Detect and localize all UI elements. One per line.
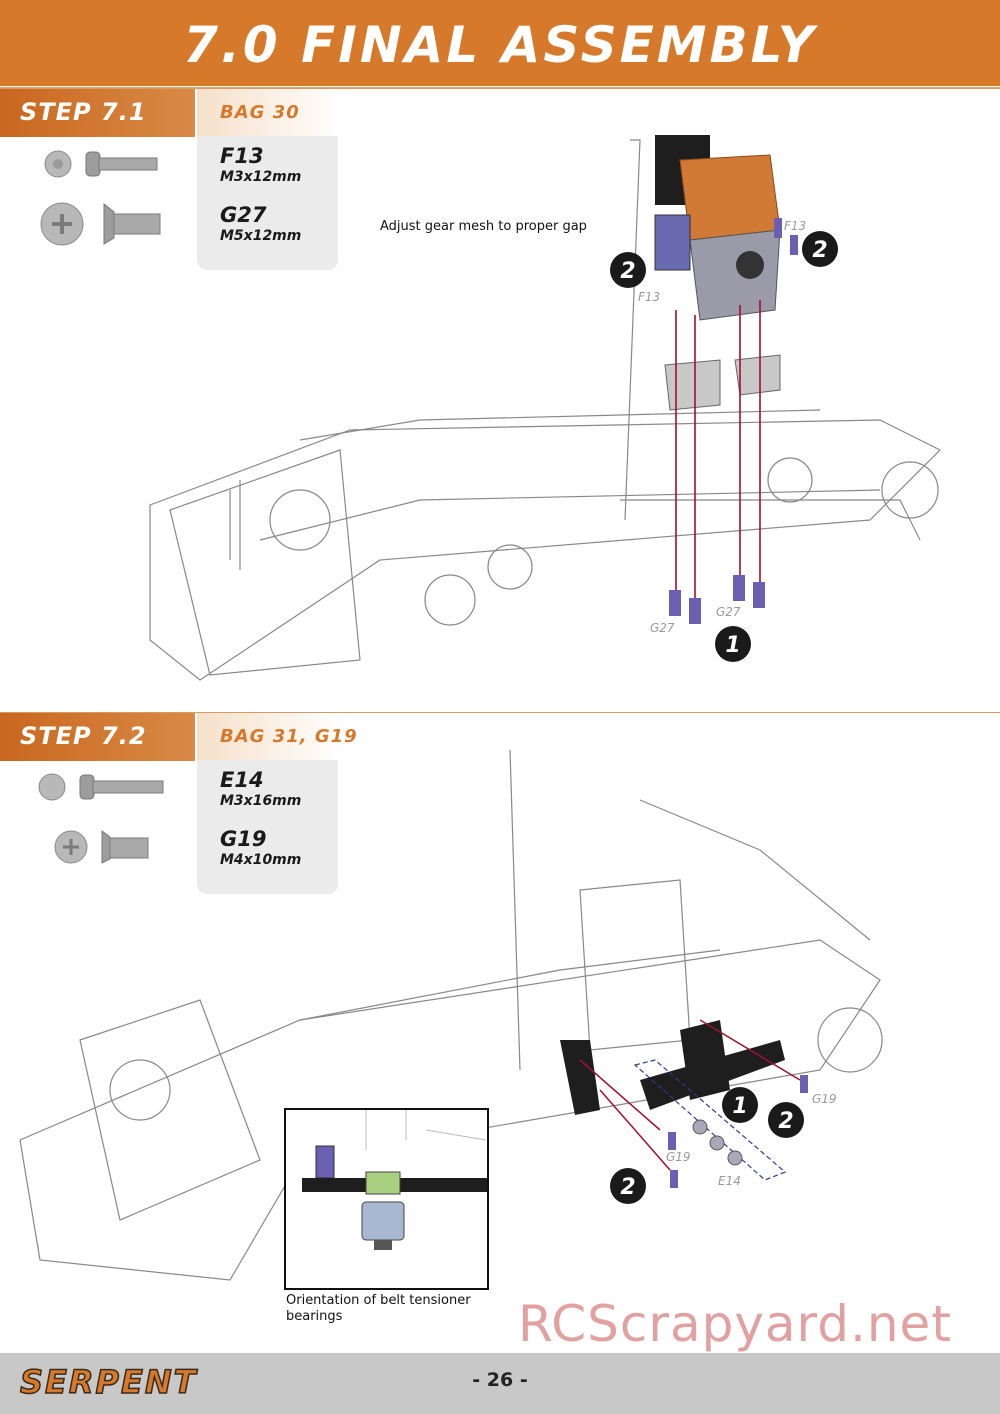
bag-label: BAG 31, G19: [220, 726, 358, 747]
bearing-orientation-inset: [284, 1108, 489, 1290]
callout-badges: [610, 231, 838, 662]
section-rule: [0, 712, 1000, 713]
screws: [669, 218, 798, 624]
section-rule: [0, 88, 1000, 89]
belt-tensioner-diagram: 1 2 2 G19 G19 E14: [19, 749, 883, 1281]
tensioner-parts: [560, 1020, 785, 1115]
engine: [654, 135, 781, 411]
chassis-engine-diagram: 1 2 2 F13 F13 G27 G27: [149, 135, 942, 681]
watermark-text: RCScrapyard.net: [518, 1295, 952, 1353]
label-f13: F13: [638, 290, 660, 304]
parts-icons: [40, 150, 161, 246]
step-7-1-tab: STEP 7.1: [0, 89, 195, 137]
screws: [668, 1075, 808, 1188]
step-7-2-tab: STEP 7.2: [0, 713, 195, 761]
parts-list-box: E14 M3x16mm G19 M4x10mm: [197, 760, 338, 894]
callout-two: 2: [778, 1109, 793, 1134]
label-f13: F13: [784, 219, 806, 233]
gear-mesh-note: Adjust gear mesh to proper gap: [380, 219, 587, 234]
label-e14: E14: [718, 1174, 741, 1188]
part-size: M4x10mm: [220, 852, 302, 868]
bearing-detail-drawing: [302, 1110, 487, 1250]
step-label: STEP 7.1: [20, 98, 147, 126]
label-g19: G19: [666, 1150, 691, 1164]
assembly-lines: [675, 300, 761, 610]
countersunk-screw-icon: [54, 830, 149, 864]
button-head-screw-icon: [38, 773, 164, 801]
step-label: STEP 7.2: [20, 722, 147, 750]
parts-icons: [38, 773, 164, 864]
callout-two: 2: [620, 1175, 635, 1200]
part-size: M3x16mm: [220, 793, 302, 809]
serpent-logo: SERPENT: [19, 1362, 198, 1402]
part-code: G19: [220, 827, 267, 851]
exploded-group-outline: [633, 1059, 787, 1181]
callout-one: 1: [732, 1094, 747, 1119]
bag-tab: BAG 31, G19: [197, 713, 357, 761]
bearings: [692, 1119, 743, 1166]
part-code: F13: [220, 144, 264, 168]
parts-list-box: F13 M3x12mm G27 M5x12mm: [197, 136, 338, 270]
part-code: E14: [220, 768, 264, 792]
part-code: G27: [220, 203, 267, 227]
page-number: - 26 -: [472, 1369, 528, 1391]
page-footer: SERPENT - 26 -: [0, 1353, 1000, 1414]
page-title: 7.0 FINAL ASSEMBLY: [183, 16, 817, 74]
callout-one: 1: [725, 633, 740, 658]
inset-caption: Orientation of belt tensioner bearings: [286, 1293, 471, 1324]
chassis-outline: [149, 139, 942, 681]
banner-rule: [0, 87, 1000, 88]
callout-two: 2: [812, 238, 827, 263]
bag-label: BAG 30: [220, 102, 300, 123]
part-size: M5x12mm: [220, 228, 302, 244]
label-g19: G19: [812, 1092, 837, 1106]
countersunk-screw-icon: [40, 202, 161, 246]
part-size: M3x12mm: [220, 169, 302, 185]
label-g27: G27: [650, 621, 675, 635]
label-g27: G27: [716, 605, 741, 619]
chassis-outline: [19, 749, 883, 1281]
callout-two: 2: [620, 259, 635, 284]
button-head-screw-icon: [44, 150, 158, 178]
callout-badges: [610, 1087, 804, 1204]
title-banner: 7.0 FINAL ASSEMBLY: [0, 0, 1000, 86]
bag-tab: BAG 30: [197, 89, 342, 137]
assembly-lines: [579, 1019, 801, 1171]
